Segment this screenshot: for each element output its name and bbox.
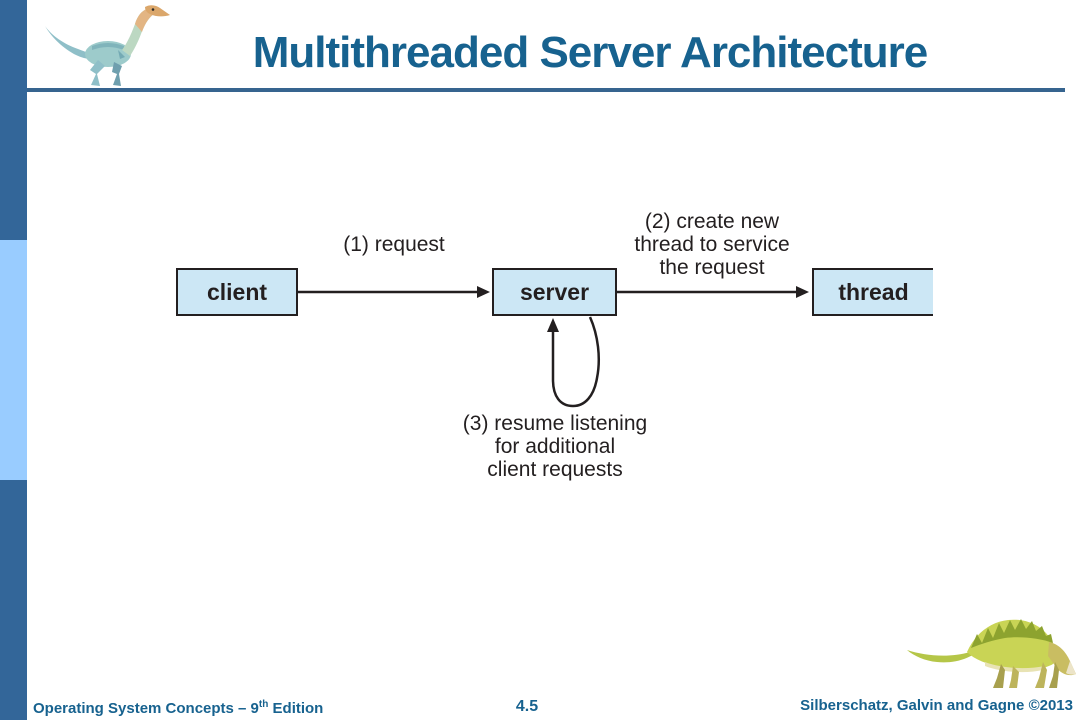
annotation-step2: (2) create new thread to service the req… — [602, 210, 822, 279]
footer-book-title-main: Operating System Concepts – 9 — [33, 700, 259, 717]
client-box-label: client — [206, 278, 268, 305]
sidebar-segment-middle — [0, 240, 27, 480]
annotation-step1: (1) request — [343, 233, 445, 256]
page-title: Multithreaded Server Architecture — [252, 28, 928, 77]
resume-loop-arrow — [547, 316, 600, 408]
annotation-step3: (3) resume listening for additional clie… — [445, 412, 665, 481]
sidebar-segment-bottom — [0, 480, 27, 720]
footer-book-title: Operating System Concepts – 9th Edition — [33, 699, 323, 717]
create-thread-arrow — [617, 286, 809, 298]
annotation-step2-line1: (2) create new — [644, 210, 780, 233]
title-underline — [27, 88, 1065, 92]
footer-book-title-tail: Edition — [268, 700, 324, 717]
thread-box-label: thread — [838, 278, 909, 305]
annotation-step3-line2: for additional — [494, 435, 616, 458]
thread-box: thread — [812, 268, 933, 316]
sidebar-segment-top — [0, 0, 27, 240]
footer-book-title-ordinal: th — [258, 699, 269, 710]
dinosaur-footer-icon — [905, 600, 1080, 692]
server-box: server — [492, 268, 617, 316]
annotation-step2-line3: the request — [659, 256, 765, 279]
footer-page-number: 4.5 — [515, 698, 539, 715]
server-box-label: server — [519, 278, 590, 305]
request-arrow — [298, 286, 490, 298]
annotation-step3-line1: (3) resume listening — [462, 412, 648, 435]
client-box: client — [176, 268, 298, 316]
annotation-step3-line3: client requests — [487, 458, 623, 481]
annotation-step2-line2: thread to service — [634, 233, 790, 256]
sidebar-accent-bar — [0, 0, 27, 720]
dinosaur-logo-icon — [42, 2, 177, 90]
footer-authors: Silberschatz, Galvin and Gagne ©2013 — [800, 697, 1073, 714]
